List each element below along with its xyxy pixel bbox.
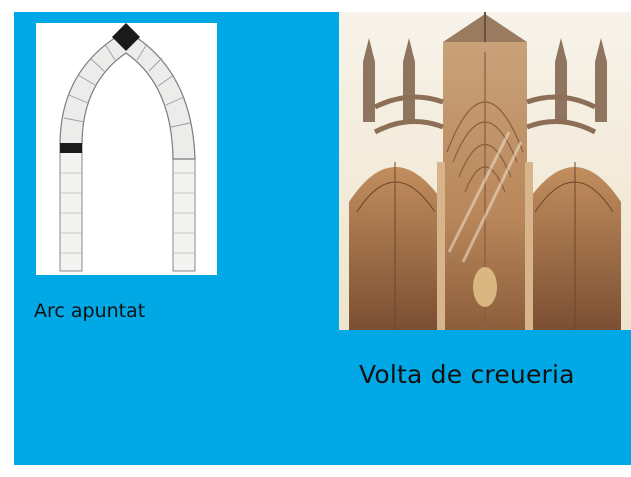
gothic-cathedral-section-icon (339, 12, 631, 330)
slide: Arc apuntat (14, 12, 631, 465)
pointed-arch-drawing-icon (59, 23, 196, 272)
vault-caption: Volta de creueria (359, 360, 575, 389)
pointed-arch-image (36, 23, 217, 275)
ribbed-vault-image (339, 12, 631, 330)
arch-caption: Arc apuntat (34, 300, 146, 322)
